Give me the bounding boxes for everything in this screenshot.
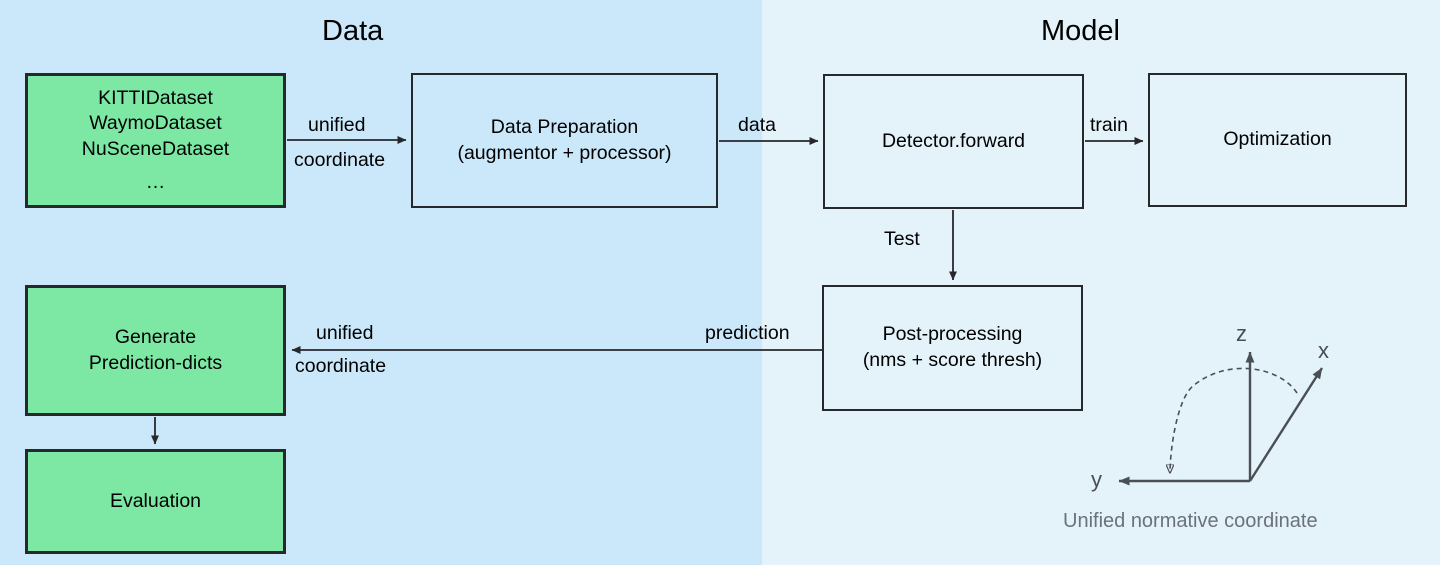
edge-label-train: train: [1090, 114, 1128, 136]
node-optimization-label: Optimization: [1223, 128, 1332, 151]
edge-label-unified-top: unified: [308, 114, 366, 136]
node-datasets[interactable]: KITTIDataset WaymoDataset NuSceneDataset…: [25, 73, 286, 208]
coord-axis-x: [1248, 367, 1324, 482]
node-data-preparation-line-1: Data Preparation: [490, 115, 639, 138]
node-datasets-line-3: NuSceneDataset: [81, 138, 230, 160]
coord-rotation-arc: [1170, 367, 1298, 473]
node-evaluation-label: Evaluation: [109, 489, 202, 512]
panel-title-data: Data: [322, 15, 384, 47]
node-data-preparation[interactable]: Data Preparation (augmentor + processor): [411, 73, 718, 208]
node-detector-forward-label: Detector.forward: [881, 129, 1026, 152]
coord-axis-label-z: z: [1236, 321, 1247, 346]
node-evaluation[interactable]: Evaluation: [25, 449, 286, 554]
node-data-preparation-line-2: (augmentor + processor): [457, 141, 672, 164]
edge-label-prediction: prediction: [705, 322, 790, 344]
node-generate-line-1: Generate: [114, 325, 197, 348]
coord-axis-label-y: y: [1091, 467, 1102, 492]
node-optimization[interactable]: Optimization: [1148, 73, 1407, 207]
node-generate-line-2: Prediction-dicts: [88, 351, 223, 374]
node-post-processing[interactable]: Post-processing (nms + score thresh): [822, 285, 1083, 411]
coord-system-caption: Unified normative coordinate: [1063, 510, 1318, 532]
node-post-processing-line-1: Post-processing: [882, 323, 1023, 346]
panel-title-model: Model: [1041, 15, 1120, 47]
node-datasets-line-4: …: [145, 170, 166, 193]
node-post-processing-line-2: (nms + score thresh): [862, 349, 1043, 371]
edge-label-coordinate-bottom: coordinate: [295, 355, 387, 377]
node-datasets-line-1: KITTIDataset: [98, 86, 213, 109]
edge-label-test: Test: [884, 228, 920, 250]
node-datasets-line-2: WaymoDataset: [89, 112, 222, 135]
coord-axis-label-x: x: [1318, 338, 1329, 363]
node-detector-forward[interactable]: Detector.forward: [823, 74, 1084, 209]
edge-label-data: data: [738, 114, 776, 136]
node-generate-prediction-dicts[interactable]: Generate Prediction-dicts: [25, 285, 286, 416]
edge-label-coordinate-top: coordinate: [294, 149, 386, 171]
edge-label-unified-bottom: unified: [316, 322, 374, 344]
